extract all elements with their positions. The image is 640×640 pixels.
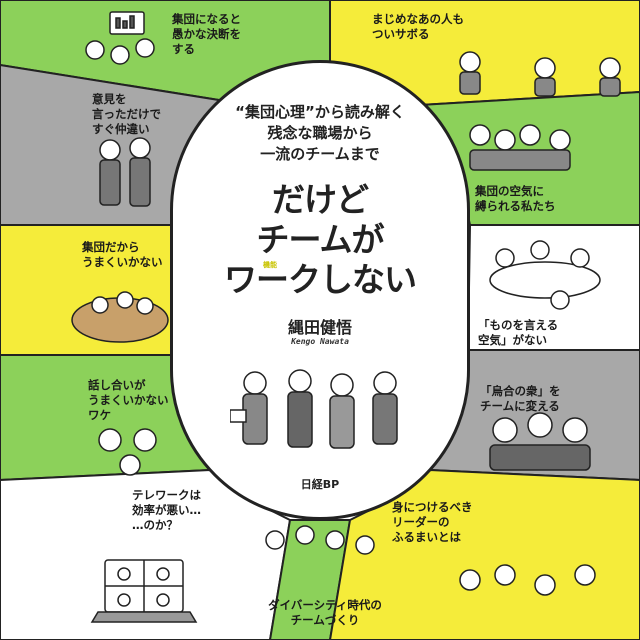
caption-line: 言っただけで: [92, 107, 161, 121]
caption-line: 縛られる私たち: [475, 199, 556, 213]
round-table-icon: [489, 240, 601, 310]
caption-line: まじめなあの人も: [372, 12, 464, 26]
caption-line: 集団の空気に: [475, 184, 544, 198]
caption-line: 愚かな決断を: [172, 27, 241, 41]
caption-line: 効率が悪い…: [132, 503, 201, 517]
canoe-group-icon: [71, 291, 169, 343]
panel-right-3-caption: 「烏合の衆」を チームに変える: [480, 384, 561, 414]
panel-top-right-caption: まじめなあの人も ついサボる: [372, 12, 464, 42]
panel-right-2-caption: 「ものを言える 空気」がない: [478, 318, 558, 348]
caption-line: 「烏合の衆」を: [480, 384, 561, 398]
caption-line: ついサボる: [372, 27, 430, 41]
caption-line: 意見を: [92, 92, 127, 106]
panel-left-1-caption: 意見を 言っただけで すぐ仲違い: [92, 92, 161, 137]
caption-line: 「ものを言える: [478, 318, 559, 332]
caption-line: チームづくり: [290, 613, 360, 627]
book-author-romaji: Kengo Nawata: [291, 337, 349, 346]
caption-line: 話し合いが: [88, 378, 146, 392]
title-line: ワークしない: [224, 260, 417, 299]
video-call-laptop-icon: [90, 559, 198, 623]
caption-line: チームに変える: [480, 399, 560, 413]
panel-bottom-left-caption: テレワークは 効率が悪い… …のか？: [132, 488, 201, 533]
worker-people-icon: [459, 51, 621, 97]
laptop-group-icon: [85, 11, 155, 65]
caption-line: すぐ仲違い: [92, 122, 150, 136]
publisher-logo: 日経BP: [300, 478, 340, 491]
center-title-panel: [170, 60, 470, 520]
center-people-illustration: [230, 369, 398, 449]
caption-line: …のか？: [132, 518, 178, 532]
caption-line: ふるまいとは: [392, 530, 461, 544]
leader-people-icon: [459, 564, 596, 596]
title-ruby: 機能: [263, 261, 277, 269]
panel-left-3-caption: 話し合いが うまくいかない ワケ: [88, 378, 169, 423]
caption-line: 集団だから: [82, 240, 140, 254]
caption-line: ダイバーシティ時代の: [268, 598, 382, 612]
panel-left-2-caption: 集団だから うまくいかない: [82, 240, 163, 270]
panel-bottom-center-caption: ダイバーシティ時代の チームづくり: [250, 598, 400, 628]
discussion-people-icon: [98, 428, 157, 476]
book-title: だけど チームが ワークしない: [180, 180, 460, 300]
caption-line: 集団になると: [172, 12, 241, 26]
panel-right-1-caption: 集団の空気に 縛られる私たち: [475, 184, 556, 214]
book-author: 縄田健悟: [287, 318, 352, 337]
caption-line: 空気」がない: [478, 333, 547, 347]
caption-line: 身につけるべき: [392, 500, 473, 514]
panel-bottom-right-caption: 身につけるべき リーダーの ふるまいとは: [392, 500, 473, 545]
title-line: チームが: [256, 220, 384, 259]
arguing-people-icon: [99, 137, 151, 207]
team-transform-icon: [489, 412, 591, 471]
subtitle-line: “集団心理”から読み解く: [235, 103, 405, 121]
caption-line: うまくいかない: [88, 393, 169, 407]
caption-line: うまくいかない: [82, 255, 163, 269]
diverse-team-icon: [265, 525, 375, 555]
meeting-group-icon: [469, 124, 571, 171]
panel-top-left-caption: 集団になると 愚かな決断を する: [172, 12, 241, 57]
caption-line: テレワークは: [132, 488, 201, 502]
subtitle-line: 残念な職場から: [267, 124, 373, 142]
panel-bottom-center-bg: [269, 519, 351, 640]
title-line: だけど: [272, 180, 369, 219]
caption-line: する: [172, 42, 195, 56]
subtitle-line: 一流のチームまで: [260, 145, 380, 163]
caption-line: リーダーの: [392, 515, 450, 529]
book-subtitle: “集団心理”から読み解く 残念な職場から 一流のチームまで: [180, 102, 460, 165]
caption-line: ワケ: [88, 408, 111, 422]
